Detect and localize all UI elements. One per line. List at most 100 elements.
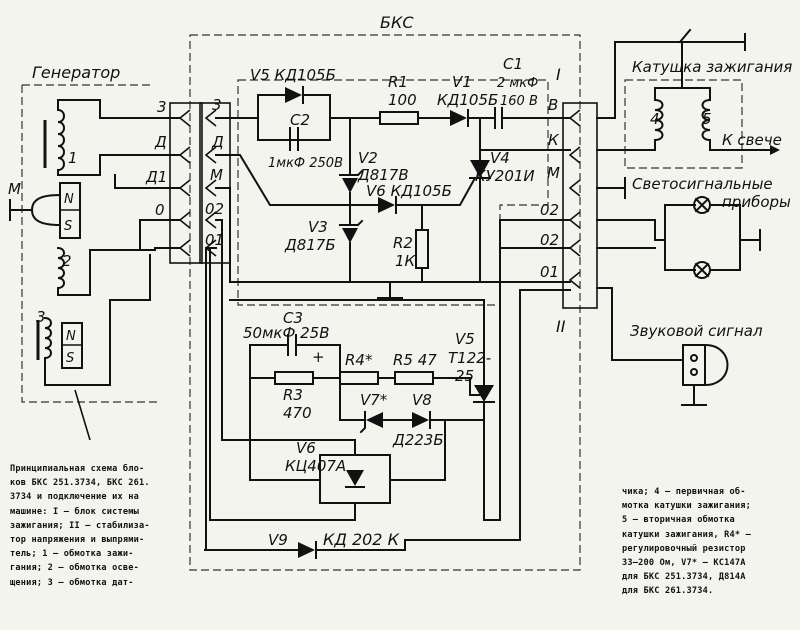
v2-type: Д817В (357, 166, 409, 184)
horn-body (682, 344, 706, 386)
gen-term-D1: Д1 (145, 168, 167, 186)
wire-horn (596, 287, 684, 361)
resistor-r3 (274, 371, 314, 385)
gen-mount-label: М (8, 180, 21, 198)
r1-label: R1 (388, 73, 408, 91)
v9-label: V9 (268, 531, 288, 549)
gen-winding1-label: 1 (68, 149, 78, 167)
c1-label: С1 (503, 55, 523, 73)
block-two-label: II (556, 317, 566, 336)
right-connector (562, 102, 598, 309)
resistor-r4 (339, 371, 379, 385)
zener-v3 (342, 228, 358, 243)
ground-right (596, 177, 626, 199)
left-connector-outer (169, 102, 203, 264)
r2-label: R2 (393, 234, 413, 252)
signal-lamps-line2: приборы (722, 193, 791, 211)
generator-label: Генератор (32, 63, 120, 82)
bks-right-term-6: 01 (540, 263, 559, 281)
generator (9, 99, 181, 441)
coil-primary-label: 4 (650, 110, 660, 128)
bks-right-term-3: М (547, 164, 560, 182)
diode-v6-top (378, 197, 395, 213)
diode-v8 (412, 412, 429, 428)
resistor-r2 (415, 229, 429, 269)
c2-label: С2 (290, 111, 310, 129)
diode-v1 (450, 110, 467, 126)
pole-n-1: N (64, 192, 74, 207)
switch-contact (678, 28, 692, 44)
bks-label: БКС (380, 13, 414, 32)
wire-gen-0-b (139, 247, 181, 251)
wire-gen-3b (44, 254, 151, 386)
gen-winding2-label: 2 (62, 252, 72, 270)
thyristor-v5 (474, 385, 494, 402)
wire-gen-D (57, 154, 181, 176)
v4-type: КУ201И (475, 167, 535, 185)
gen-term-0: 0 (155, 201, 165, 219)
v9-type: КД 202 К (323, 530, 400, 549)
bks-left-term-1: 3 (212, 96, 222, 114)
rotor-hub (30, 193, 62, 227)
v1-type: КД105Б (437, 91, 498, 109)
coil-outline (624, 79, 743, 169)
coil-secondary-label: 5 (702, 110, 712, 128)
r1-value: 100 (388, 91, 417, 109)
bks-right-term-5: 02 (540, 231, 559, 249)
v4-label: V4 (490, 149, 510, 167)
c1-value: 2 мкФ (497, 76, 538, 91)
c3-label: С3 (283, 309, 303, 327)
left-connector-inner (199, 102, 231, 264)
diode-v9 (298, 542, 315, 558)
resistor-r5 (394, 371, 434, 385)
c2-value: 1мкФ 250В (268, 156, 343, 171)
v5-top-label: V5 КД105Б (250, 66, 336, 84)
ignition-coil-label: Катушка зажигания (632, 58, 792, 76)
left-inner-chevrons (204, 109, 217, 257)
leader-line (74, 389, 91, 441)
v3-label: V3 (308, 218, 328, 236)
wire-gen-3 (57, 99, 181, 119)
pole-s-2: S (66, 351, 74, 366)
r4-label: R4* (345, 351, 373, 369)
resistor-r1 (379, 111, 419, 125)
bks-right-term-4: 02 (540, 201, 559, 219)
wire-lamps (596, 219, 656, 249)
gen-term-3: 3 (157, 98, 167, 116)
to-plug-label: К свече (722, 131, 782, 149)
bks-left-term-2: Д (211, 133, 224, 151)
right-chevrons (568, 109, 581, 289)
v2-label: V2 (358, 149, 378, 167)
bks-outline (189, 34, 581, 571)
v6-top-label: V6 КД105Б (366, 182, 452, 200)
bks-right-term-1: В (548, 96, 558, 114)
ground-symbol (377, 281, 403, 299)
v6-bottom-type: КЦ407А (285, 457, 346, 475)
zener-v2 (342, 178, 358, 193)
v6-bottom-label: V6 (296, 439, 316, 457)
thyristor-v4 (470, 160, 490, 178)
r5-label: R5 47 (393, 351, 437, 369)
block-one-outline (237, 79, 549, 306)
left-outer-chevrons (178, 109, 191, 257)
zener-v7 (366, 412, 383, 428)
v5-bottom-label: V5 (455, 330, 475, 348)
v8-label: V8 (412, 391, 432, 409)
bks-left-term-4: 02 (205, 200, 224, 218)
v7-label: V7* (360, 391, 388, 409)
caption-left: Принципиальная схема бло- ков БКС 251.37… (10, 464, 150, 588)
wire-gen-0 (57, 219, 181, 296)
c3-plus: + (312, 348, 325, 366)
pole-n-2: N (66, 329, 76, 344)
generator-winding-1 (56, 108, 65, 172)
r2-value: 1К (395, 252, 417, 270)
coil-secondary (701, 98, 712, 142)
v5-bottom-type2: 25 (455, 367, 474, 385)
r3-value: 470 (283, 404, 312, 422)
generator-winding-3 (43, 316, 52, 360)
horn-label: Звуковой сигнал (630, 322, 763, 340)
bks-right-term-2: К (548, 131, 560, 149)
generator-outline (21, 84, 160, 403)
